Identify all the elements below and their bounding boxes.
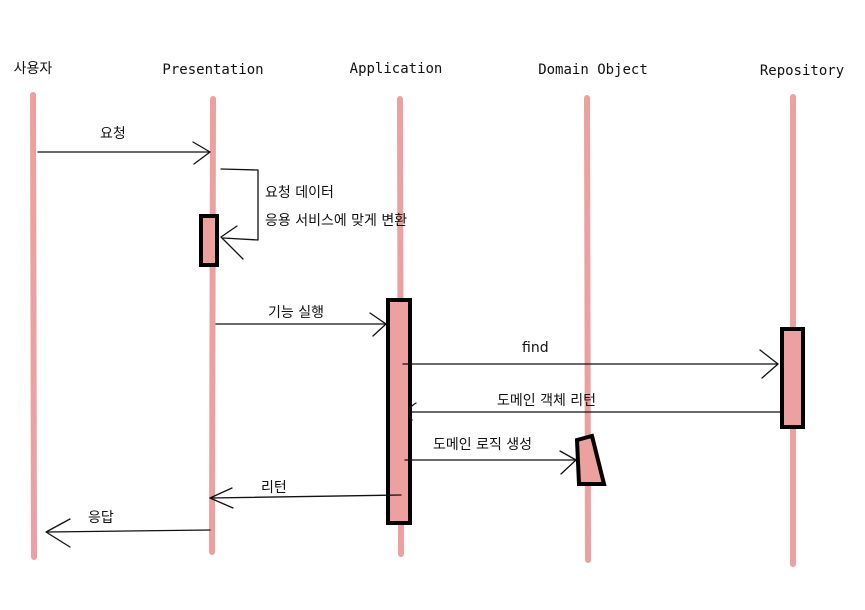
activation-repository	[780, 327, 805, 429]
activation-presentation	[199, 214, 219, 267]
participant-repository-name: Repository	[760, 63, 844, 79]
participant-user-name: 사용자	[14, 61, 53, 77]
message-response: 응답	[45, 510, 211, 548]
lifeline-user	[30, 92, 37, 560]
activation-domain	[574, 433, 607, 486]
message-create-logic-label: 도메인 로직 생성	[433, 437, 532, 453]
message-return: 리턴	[209, 480, 402, 509]
message-convert-line-1: 요청 데이터	[265, 185, 334, 201]
participant-application-name: Application	[350, 61, 443, 77]
message-execute-label: 기능 실행	[268, 305, 324, 321]
message-convert: 요청 데이터 응용 서비스에 맞게 변환	[220, 168, 407, 260]
lifeline-presentation	[209, 96, 216, 555]
message-response-label: 응답	[88, 510, 114, 526]
message-execute: 기능 실행	[215, 305, 387, 337]
participant-domain-name: Domain Object	[538, 62, 648, 78]
message-request: 요청	[37, 126, 211, 165]
participant-presentation-name: Presentation	[162, 62, 263, 78]
message-convert-line-2: 응용 서비스에 맞게 변환	[265, 213, 407, 229]
activation-application	[386, 298, 412, 525]
message-request-label: 요청	[100, 126, 126, 142]
message-find-label: find	[522, 340, 549, 356]
message-create-logic: 도메인 로직 생성	[404, 437, 577, 475]
message-return-domain-label: 도메인 객체 리턴	[497, 393, 596, 409]
message-return-label: 리턴	[261, 480, 287, 496]
message-return-domain: 도메인 객체 리턴	[408, 393, 781, 421]
lifeline-domain	[584, 95, 591, 563]
message-find: find	[402, 340, 779, 379]
